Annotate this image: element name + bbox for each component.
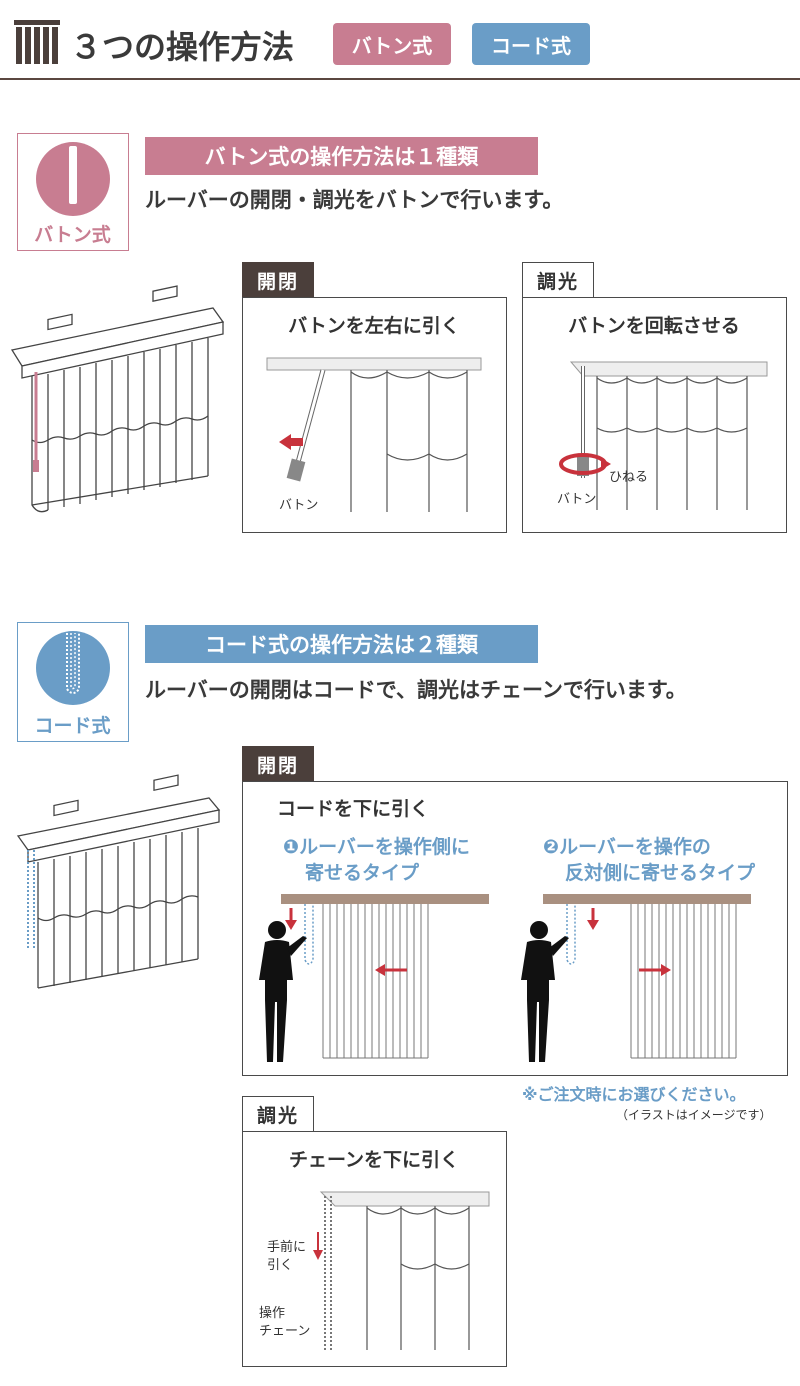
cord-type2-line2: 反対側に寄せるタイプ	[565, 862, 756, 884]
cord-chain-label-2: チェーン	[259, 1324, 311, 1339]
cord-type1-line2: 寄せるタイプ	[305, 862, 420, 884]
blind-icon	[14, 20, 60, 64]
tag-cord: コード式	[472, 23, 590, 65]
baton-dimming-part-label: バトン	[557, 492, 597, 507]
baton-icon-box: バトン式	[17, 133, 129, 251]
cord-chain-label-1: 操作	[259, 1306, 286, 1321]
tag-baton: バトン式	[333, 23, 451, 65]
baton-heading: バトン式の操作方法は１種類	[145, 137, 538, 175]
cord-image-note: （イラストはイメージです）	[616, 1108, 772, 1122]
cord-type1-line1: ❶ルーバーを操作側に	[283, 836, 470, 858]
cord-open-close-label: 開閉	[242, 746, 314, 782]
cord-type2-illustration	[521, 894, 751, 1062]
header-divider	[0, 78, 800, 80]
cord-type1-illustration	[259, 894, 489, 1062]
cord-pull-label-2: 引く	[267, 1258, 294, 1273]
baton-icon	[36, 142, 110, 216]
baton-description: ルーバーの開閉・調光をバトンで行います。	[145, 188, 564, 212]
cord-dimming-illustration	[319, 1191, 490, 1350]
cord-order-note: ※ご注文時にお選びください。	[522, 1085, 746, 1104]
baton-open-close-caption: バトンを左右に引く	[288, 315, 460, 337]
cord-pull-label-1: 手前に	[267, 1240, 307, 1255]
baton-dimming-label: 調光	[522, 262, 594, 298]
baton-part-label: バトン	[279, 498, 319, 513]
baton-dimming-box: バトンを回転させる ひねる バトン	[522, 297, 787, 533]
cord-dimming-label: 調光	[242, 1096, 314, 1132]
baton-open-close-illustration	[266, 357, 482, 512]
cord-dimming-caption: チェーンを下に引く	[288, 1149, 460, 1171]
baton-dimming-illustration	[559, 361, 768, 510]
baton-open-close-label: 開閉	[242, 262, 314, 298]
cord-dimming-box: チェーンを下に引く 手前に 引く 操作 チェーン	[242, 1131, 507, 1367]
cord-icon-box: コード式	[17, 622, 129, 742]
baton-open-close-box: バトンを左右に引く バトン	[242, 297, 507, 533]
cord-type2-line1: ❷ルーバーを操作の	[543, 836, 711, 858]
pull-down-arrow-icon	[313, 1232, 323, 1260]
cord-icon-label: コード式	[34, 715, 111, 737]
baton-dimming-caption: バトンを回転させる	[568, 315, 740, 337]
baton-twist-label: ひねる	[609, 470, 649, 485]
cord-blind-illustration	[16, 774, 221, 989]
page-title: ３つの操作方法	[70, 28, 295, 66]
baton-blind-illustration	[10, 285, 225, 513]
baton-icon-label: バトン式	[34, 224, 111, 246]
cord-heading: コード式の操作方法は２種類	[145, 625, 538, 663]
cord-open-close-caption: コードを下に引く	[277, 798, 430, 820]
cord-description: ルーバーの開閉はコードで、調光はチェーンで行います。	[145, 678, 687, 702]
cord-open-close-box: コードを下に引く ❶ルーバーを操作側に 寄せるタイプ ❷ルーバーを操作の 反対側…	[242, 781, 788, 1076]
cord-icon	[36, 631, 110, 705]
